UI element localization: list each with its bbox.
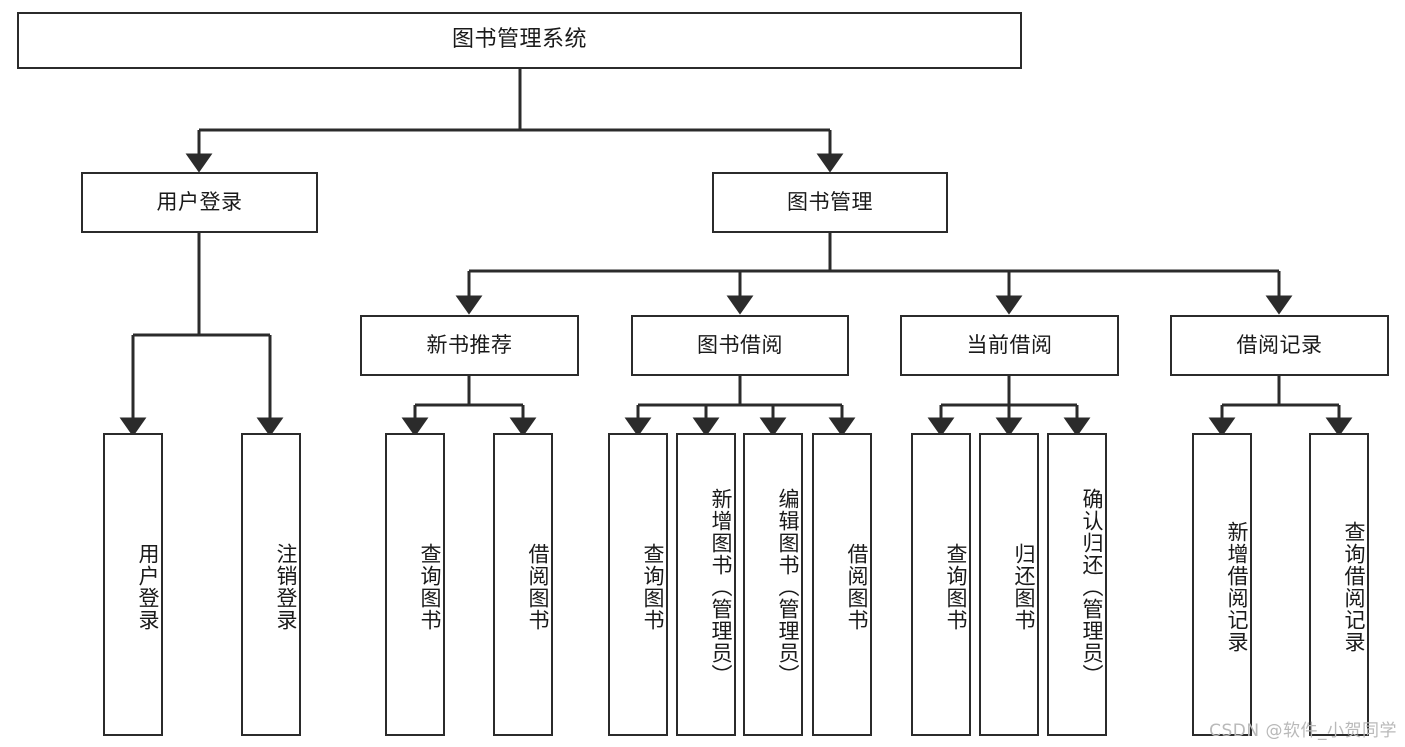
node-new-book-recommend[interactable]: 新书推荐	[360, 315, 579, 376]
node-label: 查询图书	[944, 542, 968, 631]
node-label: 图书管理	[787, 189, 873, 214]
node-label: 图书借阅	[697, 332, 783, 357]
node-label: 当前借阅	[966, 332, 1053, 357]
node-label: 编辑图书（管理员）	[776, 487, 800, 686]
node-label: 新书推荐	[426, 332, 513, 357]
node-label: 查询图书	[641, 542, 665, 631]
node-root-system[interactable]: 图书管理系统	[17, 12, 1022, 69]
node-label: 注销登录	[274, 542, 298, 631]
node-label: 查询图书	[418, 542, 442, 631]
leaf-query-book-current[interactable]: 查询图书	[911, 433, 971, 736]
node-label: 借阅图书	[845, 542, 869, 631]
leaf-add-book-admin[interactable]: 新增图书（管理员）	[676, 433, 736, 736]
leaf-query-borrow-record[interactable]: 查询借阅记录	[1309, 433, 1369, 736]
leaf-confirm-return-admin[interactable]: 确认归还（管理员）	[1047, 433, 1107, 736]
node-label: 归还图书	[1012, 542, 1036, 631]
leaf-query-book-new-recommend[interactable]: 查询图书	[385, 433, 445, 736]
node-book-manage[interactable]: 图书管理	[712, 172, 948, 233]
node-label: 查询借阅记录	[1342, 520, 1366, 653]
node-user-login[interactable]: 用户登录	[81, 172, 318, 233]
leaf-borrow-book[interactable]: 借阅图书	[812, 433, 872, 736]
node-current-borrow[interactable]: 当前借阅	[900, 315, 1119, 376]
leaf-query-book-borrow[interactable]: 查询图书	[608, 433, 668, 736]
leaf-user-login[interactable]: 用户登录	[103, 433, 163, 736]
leaf-logout-login[interactable]: 注销登录	[241, 433, 301, 736]
node-label: 新增借阅记录	[1225, 520, 1249, 653]
node-label: 图书管理系统	[451, 27, 587, 53]
csdn-watermark: CSDN @软件_小贺同学	[1209, 721, 1397, 741]
node-label: 用户登录	[136, 542, 160, 631]
leaf-edit-book-admin[interactable]: 编辑图书（管理员）	[743, 433, 803, 736]
node-label: 新增图书（管理员）	[709, 487, 733, 686]
leaf-add-borrow-record[interactable]: 新增借阅记录	[1192, 433, 1252, 736]
node-borrow-record[interactable]: 借阅记录	[1170, 315, 1389, 376]
leaf-return-book[interactable]: 归还图书	[979, 433, 1039, 736]
node-label: 确认归还（管理员）	[1080, 487, 1104, 686]
node-label: 用户登录	[156, 189, 243, 214]
node-label: 借阅记录	[1236, 332, 1323, 357]
node-book-borrow[interactable]: 图书借阅	[631, 315, 849, 376]
node-label: 借阅图书	[526, 542, 550, 631]
leaf-borrow-book-new-recommend[interactable]: 借阅图书	[493, 433, 553, 736]
